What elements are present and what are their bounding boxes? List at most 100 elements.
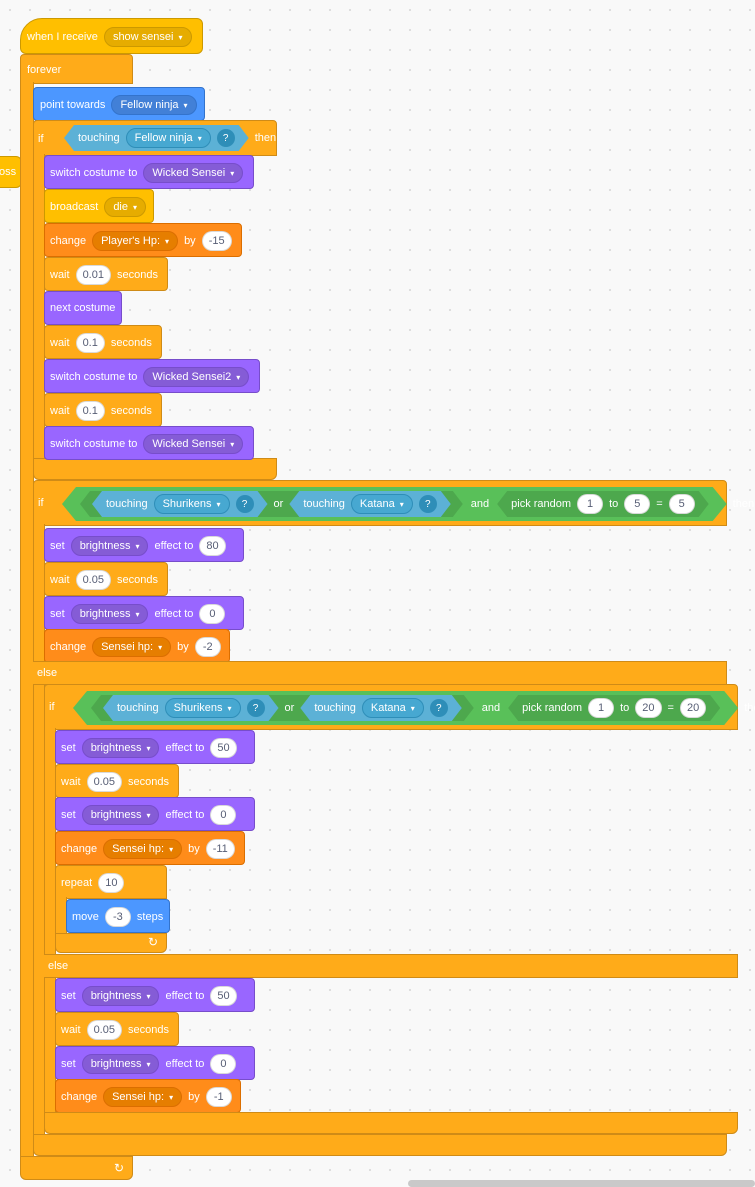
effect-to-label: effect to: [154, 540, 194, 552]
costume-dropdown[interactable]: Wicked Sensei2▾: [143, 367, 250, 387]
equals-operator[interactable]: pick random 1 to 20 = 20: [508, 695, 720, 721]
change-value-input[interactable]: -2: [194, 637, 221, 657]
random-from-input[interactable]: 1: [577, 494, 603, 514]
equals-operator[interactable]: pick random 1 to 5 = 5: [497, 491, 709, 517]
wait-block[interactable]: wait 0.05 seconds: [55, 764, 179, 798]
wait-value-input[interactable]: 0.05: [86, 1020, 122, 1040]
seconds-label: seconds: [110, 405, 152, 417]
touching-target-dropdown[interactable]: Shurikens▾: [165, 698, 241, 718]
effect-dropdown[interactable]: brightness▾: [70, 604, 149, 624]
chevron-down-icon: ▾: [135, 609, 140, 619]
set-effect-block[interactable]: set brightness▾ effect to 0: [44, 596, 244, 630]
and-label: and: [470, 498, 490, 510]
effect-dropdown[interactable]: brightness▾: [81, 738, 160, 758]
and-operator[interactable]: touching Shurikens▾ ? or touching Katana…: [73, 691, 738, 725]
touching-target-dropdown[interactable]: Shurikens▾: [154, 494, 230, 514]
and-operator[interactable]: touching Shurikens▾ ? or touching Katana…: [62, 487, 727, 521]
random-to-input[interactable]: 5: [624, 494, 650, 514]
wait-value-input[interactable]: 0.05: [75, 570, 111, 590]
touching-katana-condition[interactable]: touching Katana▾ ?: [300, 695, 461, 721]
repeat-count-input[interactable]: 10: [98, 873, 125, 893]
variable-dropdown[interactable]: Player's Hp:▾: [92, 231, 179, 251]
touching-target-value: Katana: [359, 498, 395, 510]
wait-value-input[interactable]: 0.1: [75, 401, 105, 421]
equals-value-input[interactable]: 20: [680, 698, 706, 718]
costume-dropdown[interactable]: Wicked Sensei▾: [143, 163, 244, 183]
effect-dropdown[interactable]: brightness▾: [81, 1054, 160, 1074]
or-operator[interactable]: touching Shurikens▾ ? or touching Katana…: [91, 695, 474, 721]
offscreen-script-label: oss: [0, 166, 17, 178]
touching-shurikens-condition[interactable]: touching Shurikens▾ ?: [103, 695, 279, 721]
set-label: set: [61, 742, 76, 754]
switch-costume-block[interactable]: switch costume to Wicked Sensei▾: [44, 155, 254, 189]
set-effect-block[interactable]: set brightness▾ effect to 0: [55, 1046, 255, 1080]
effect-value: brightness: [90, 742, 142, 754]
wait-block[interactable]: wait 0.1 seconds: [44, 393, 162, 427]
set-effect-block[interactable]: set brightness▾ effect to 80: [44, 528, 244, 562]
next-costume-block[interactable]: next costume: [44, 291, 122, 325]
wait-block[interactable]: wait 0.05 seconds: [44, 562, 168, 596]
move-steps-block[interactable]: move -3 steps: [66, 899, 170, 933]
touching-shurikens-condition[interactable]: touching Shurikens▾ ?: [92, 491, 268, 517]
touching-katana-condition[interactable]: touching Katana▾ ?: [289, 491, 450, 517]
touching-target-dropdown[interactable]: Fellow ninja▾: [126, 128, 211, 148]
point-towards-block[interactable]: point towards Fellow ninja▾: [33, 87, 205, 121]
equals-value-input[interactable]: 5: [669, 494, 695, 514]
set-effect-block[interactable]: set brightness▾ effect to 50: [55, 978, 255, 1012]
touching-target-dropdown[interactable]: Katana▾: [362, 698, 424, 718]
variable-value: Sensei hp:: [112, 843, 165, 855]
if-block-fellow-ninja[interactable]: if touching Fellow ninja▾ ? then: [33, 120, 277, 156]
touching-target-dropdown[interactable]: Katana▾: [351, 494, 413, 514]
touching-condition[interactable]: touching Fellow ninja▾ ?: [64, 125, 249, 151]
move-steps-input[interactable]: -3: [104, 907, 131, 927]
set-effect-block[interactable]: set brightness▾ effect to 0: [55, 797, 255, 831]
forever-block[interactable]: forever: [20, 54, 133, 84]
set-effect-block[interactable]: set brightness▾ effect to 50: [55, 730, 255, 764]
repeat-block[interactable]: repeat 10: [55, 865, 167, 899]
change-value-input[interactable]: -15: [201, 231, 232, 251]
point-target-dropdown[interactable]: Fellow ninja▾: [111, 95, 197, 115]
random-from-input[interactable]: 1: [588, 698, 614, 718]
effect-value-input[interactable]: 50: [210, 986, 237, 1006]
effect-value-input[interactable]: 50: [210, 738, 237, 758]
effect-dropdown[interactable]: brightness▾: [81, 805, 160, 825]
effect-dropdown[interactable]: brightness▾: [70, 536, 149, 556]
variable-dropdown[interactable]: Sensei hp:▾: [92, 637, 172, 657]
change-variable-block[interactable]: change Player's Hp:▾ by -15: [44, 223, 242, 257]
broadcast-block[interactable]: broadcast die▾: [44, 189, 154, 223]
effect-value: brightness: [90, 1058, 142, 1070]
costume-dropdown[interactable]: Wicked Sensei▾: [143, 434, 244, 454]
wait-value-input[interactable]: 0.05: [86, 772, 122, 792]
loop-arrow-icon: ↻: [148, 935, 159, 949]
change-variable-block[interactable]: change Sensei hp:▾ by -11: [55, 831, 245, 865]
message-dropdown[interactable]: show sensei▾: [103, 27, 192, 47]
if-else-block-shurikens-katana[interactable]: if touching Shurikens▾ ? or touching Kat…: [33, 480, 754, 526]
broadcast-message-dropdown[interactable]: die▾: [104, 197, 147, 217]
switch-costume-block[interactable]: switch costume to Wicked Sensei2▾: [44, 359, 260, 393]
switch-costume-block[interactable]: switch costume to Wicked Sensei▾: [44, 426, 254, 460]
effect-dropdown[interactable]: brightness▾: [81, 986, 160, 1006]
random-to-input[interactable]: 20: [635, 698, 661, 718]
change-variable-block[interactable]: change Sensei hp:▾ by -2: [44, 629, 230, 663]
offscreen-script-stub[interactable]: oss: [0, 156, 22, 188]
change-value-input[interactable]: -11: [205, 839, 235, 859]
effect-value-input[interactable]: 0: [210, 1054, 237, 1074]
variable-dropdown[interactable]: Sensei hp:▾: [103, 839, 183, 859]
wait-value-input[interactable]: 0.1: [75, 333, 105, 353]
effect-value-input[interactable]: 0: [199, 604, 226, 624]
change-variable-block[interactable]: change Sensei hp:▾ by -1: [55, 1079, 241, 1113]
touching-label: touching: [117, 702, 159, 714]
nested-if-else-block[interactable]: if touching Shurikens▾ ? or touching Kat…: [44, 684, 755, 730]
wait-block[interactable]: wait 0.01 seconds: [44, 257, 168, 291]
effect-value-input[interactable]: 0: [210, 805, 237, 825]
wait-block[interactable]: wait 0.1 seconds: [44, 325, 162, 359]
point-towards-label: point towards: [40, 99, 106, 111]
variable-dropdown[interactable]: Sensei hp:▾: [103, 1087, 183, 1107]
or-operator[interactable]: touching Shurikens▾ ? or touching Katana…: [80, 491, 463, 517]
wait-value-input[interactable]: 0.01: [75, 265, 111, 285]
effect-value-input[interactable]: 80: [199, 536, 226, 556]
change-value-input[interactable]: -1: [205, 1087, 232, 1107]
wait-block[interactable]: wait 0.05 seconds: [55, 1012, 179, 1046]
horizontal-scrollbar[interactable]: [408, 1180, 755, 1187]
when-i-receive-hat-block[interactable]: when I receive show sensei▾: [20, 18, 203, 54]
